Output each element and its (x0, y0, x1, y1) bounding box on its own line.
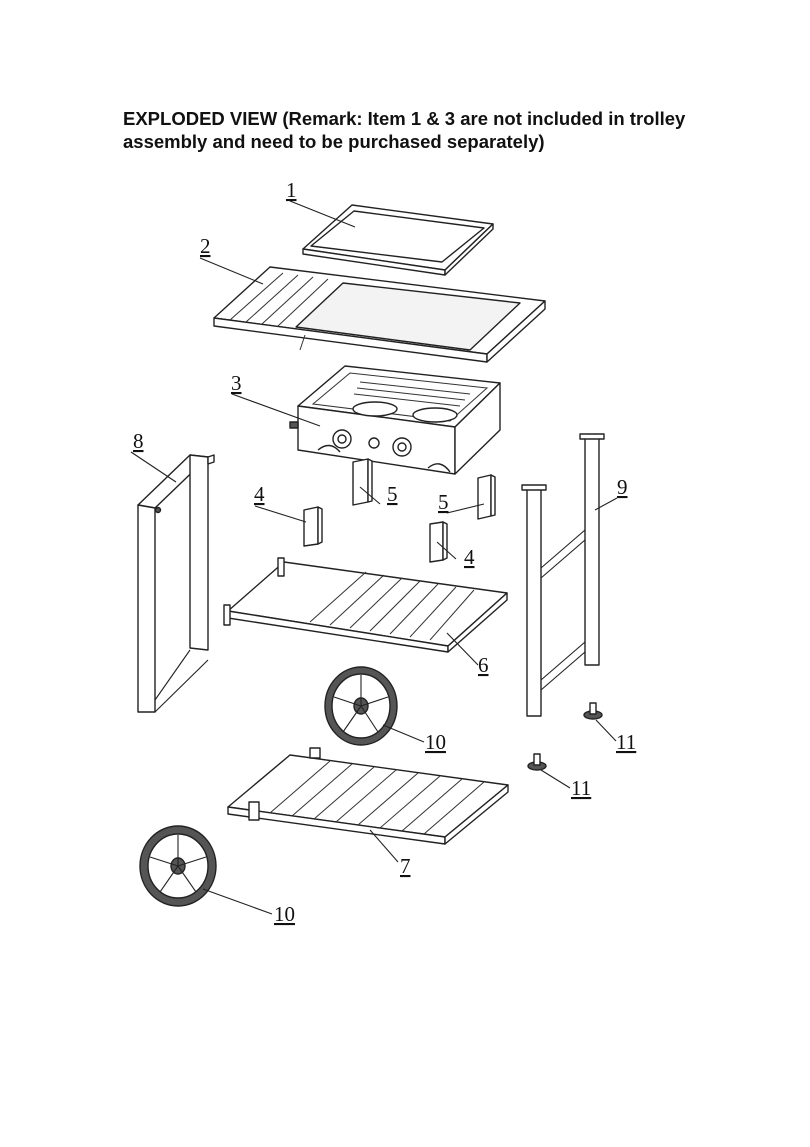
wheel-bottom-part (139, 825, 217, 907)
title-line-1: EXPLODED VIEW (Remark: Item 1 & 3 are no… (123, 108, 686, 129)
callout-10-bottom: 10 (274, 902, 295, 926)
callout-2: 2 (200, 234, 211, 258)
bottom-shelf-part (227, 747, 509, 845)
callout-8: 8 (133, 429, 144, 453)
title-line-2: assembly and need to be purchased separa… (123, 131, 545, 152)
diagram-title: EXPLODED VIEW (Remark: Item 1 & 3 are no… (123, 107, 763, 153)
middle-shelf-part (223, 557, 508, 653)
callout-11-left: 11 (571, 776, 591, 800)
support-left-part (352, 458, 373, 506)
callout-4-left: 4 (254, 482, 265, 506)
callout-4-right: 4 (464, 545, 475, 569)
callout-5-left: 5 (387, 482, 398, 506)
right-leg-frame-part (521, 433, 605, 717)
leader-lines (130, 200, 618, 915)
callout-1: 1 (286, 178, 297, 202)
callout-7: 7 (400, 854, 411, 878)
griddle-base-part (289, 365, 501, 475)
callout-6: 6 (478, 653, 489, 677)
foot-right-part (583, 702, 603, 720)
tray-part (302, 204, 494, 276)
bracket-right-part (429, 521, 448, 563)
support-right-part (477, 474, 496, 520)
callout-11-right: 11 (616, 730, 636, 754)
callout-9: 9 (617, 475, 628, 499)
bracket-left-part (303, 506, 323, 547)
callout-5-right: 5 (438, 490, 449, 514)
foot-left-part (527, 753, 547, 771)
wheel-top-part (324, 666, 398, 746)
callout-10-top: 10 (425, 730, 446, 754)
callout-3: 3 (231, 371, 242, 395)
top-frame-part (213, 266, 546, 363)
left-leg-frame-part (137, 454, 215, 713)
